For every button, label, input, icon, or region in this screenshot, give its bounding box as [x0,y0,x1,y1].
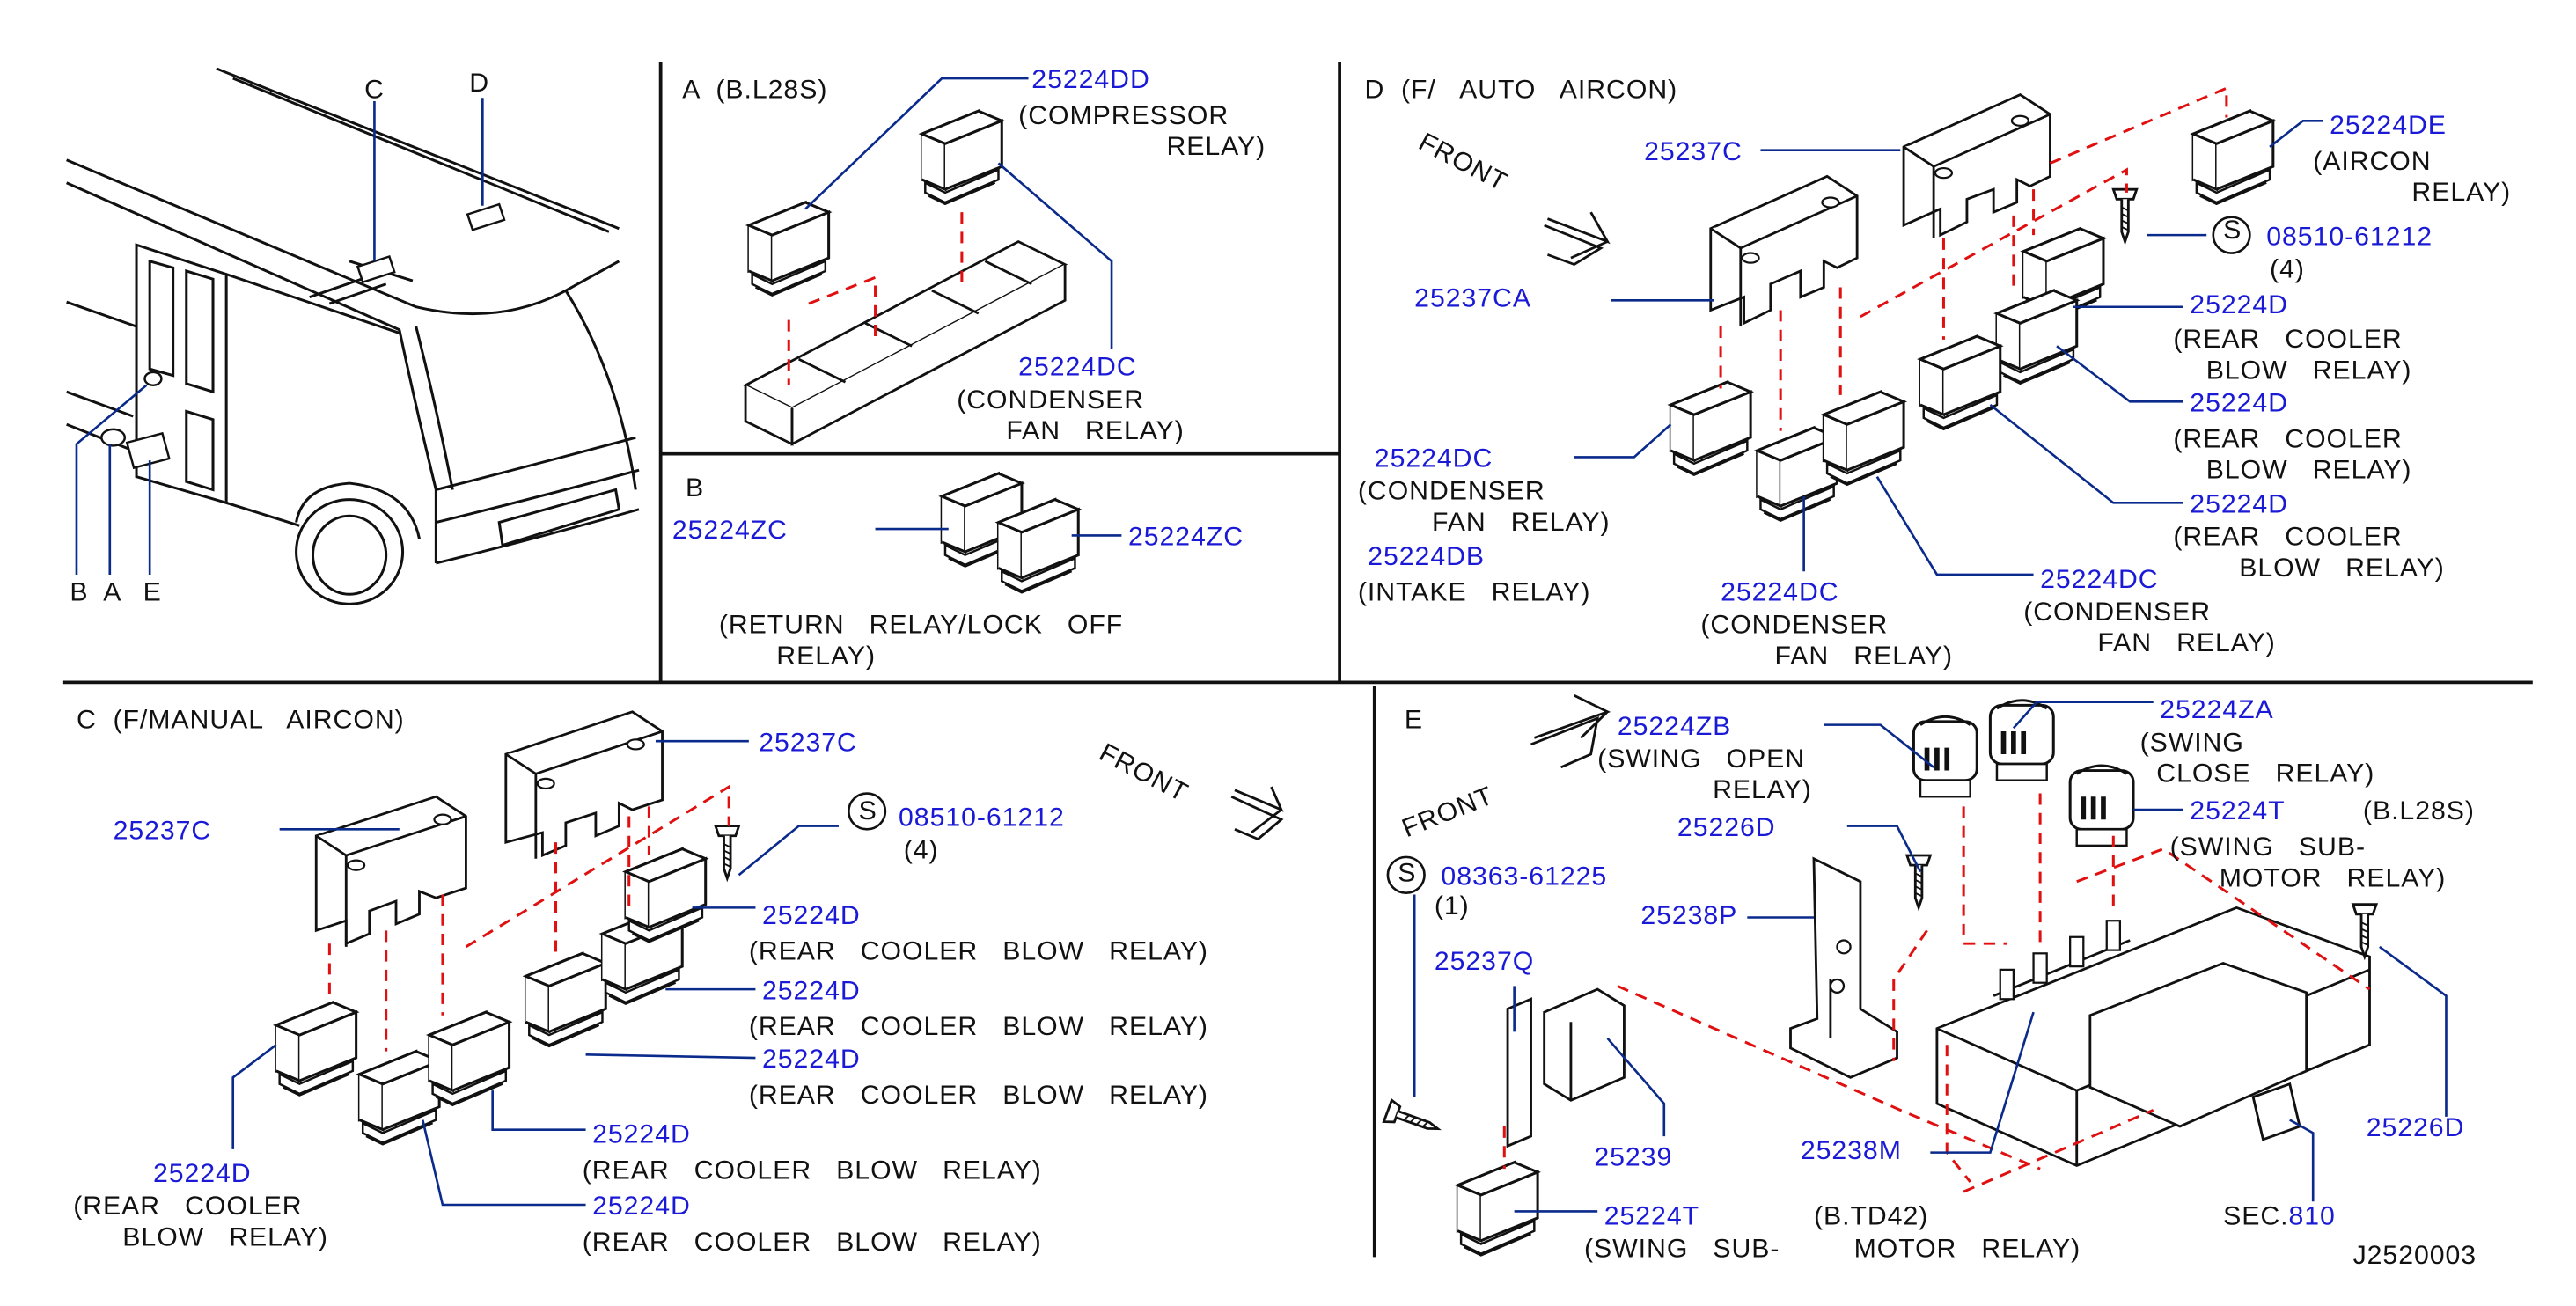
part-number: 25224D [2190,292,2288,320]
part-number: 25237C [113,818,212,846]
part-number: 25226D [2366,1114,2465,1143]
section-d-title: D (F/ AUTO AIRCON) [1364,77,1678,105]
screw-symbol: S [1398,860,1417,889]
part-description: (REAR COOLER BLOW RELAY) [2173,524,2445,583]
part-description: (REAR COOLER BLOW RELAY) [582,1229,1042,1258]
part-number: 25224DD [1031,67,1150,95]
part-description: (REAR COOLER BLOW RELAY) [748,1013,1208,1042]
overview-label-b: B [70,579,89,608]
part-description: (CONDENSER FAN RELAY) [957,386,1185,446]
part-description: (CONDENSER FAN RELAY) [1357,478,1611,538]
part-number: 25224D [2190,491,2288,519]
screw-symbol: S [2223,216,2242,246]
part-description: (RETURN RELAY/LOCK OFF RELAY) [718,612,1124,671]
part-description: (REAR COOLER BLOW RELAY) [2173,426,2412,485]
part-number: 25224DC [2040,566,2159,595]
part-number: 25224T [2190,798,2286,826]
part-number: 25224D [592,1121,691,1149]
part-description: (COMPRESSOR RELAY) [1018,102,1266,162]
part-number: 25224ZC [1127,524,1244,552]
part-description: (AIRCON RELAY) [2313,148,2512,208]
part-number: 25224ZC [672,517,788,546]
part-number: 08510-61212 [2266,224,2433,252]
part-description: (CONDENSER FAN RELAY) [2023,598,2276,658]
figure-id: J2520003 [2352,1242,2477,1271]
part-number: 08363-61225 [1441,863,1608,891]
part-description: (REAR COOLER BLOW RELAY) [582,1157,1042,1185]
section-a-title: A (B.L28S) [682,77,828,105]
part-number: 25224D [592,1193,691,1222]
part-number: 25224DE [2330,112,2447,141]
part-description: (REAR COOLER BLOW RELAY) [2173,326,2412,385]
part-number: 25237Q [1434,948,1535,977]
part-number: 25224D [2190,390,2288,418]
part-description: (SWING OPEN RELAY) [1597,745,1812,805]
part-number: 25239 [1594,1144,1673,1172]
part-note: (B.L28S) [2362,798,2475,826]
overview-label-e: E [143,579,162,608]
part-number: 25224DC [1018,354,1137,383]
part-number: 25238M [1800,1137,1902,1166]
screw-symbol: S [858,798,877,826]
part-number: 25224T [1604,1203,1700,1231]
part-note: (B.TD42) [1813,1203,1929,1231]
part-number: 25224D [152,1160,252,1189]
overview-label-c: C [364,77,385,105]
section-reference: SEC.810 [2223,1201,2336,1232]
part-description: (SWING SUB- MOTOR RELAY) [2169,833,2447,893]
part-number: 25238P [1640,902,1738,931]
part-quantity: (1) [1434,892,1470,921]
part-number: 25224D [761,1046,861,1075]
part-number: 25237C [759,730,857,758]
section-c-title: C (F/MANUAL AIRCON) [76,707,405,735]
part-number: 25224ZB [1617,713,1732,742]
section-e-title: E [1404,707,1423,735]
part-number: 25224D [761,978,861,1006]
part-description: (INTAKE RELAY) [1357,579,1591,608]
part-number: 25226D [1677,814,1776,843]
sec-number: 810 [2288,1203,2336,1231]
overview-label-d: D [469,70,490,99]
part-number: 25224ZA [2160,697,2274,725]
part-number: 25224D [761,902,861,931]
part-description: (REAR COOLER BLOW RELAY) [748,1082,1208,1111]
part-number: 25237CA [1414,285,1531,314]
part-number: 08510-61212 [899,804,1065,833]
section-b-title: B [686,474,705,503]
part-description: (REAR COOLER BLOW RELAY) [748,938,1208,967]
part-number: 25224DB [1368,543,1486,572]
part-description: (CONDENSER FAN RELAY) [1700,612,1954,671]
part-quantity: (4) [903,837,939,866]
part-number: 25224DC [1374,445,1493,473]
sec-label: SEC. [2223,1203,2289,1231]
part-number: 25237C [1644,138,1743,167]
part-quantity: (4) [2270,256,2305,284]
part-description: (REAR COOLER BLOW RELAY) [73,1193,328,1252]
overview-label-a: A [103,579,122,608]
part-description: (SWING SUB- MOTOR RELAY) [1584,1236,2081,1264]
part-description: (SWING CLOSE RELAY) [2139,730,2375,789]
part-number: 25224DC [1721,579,1839,608]
